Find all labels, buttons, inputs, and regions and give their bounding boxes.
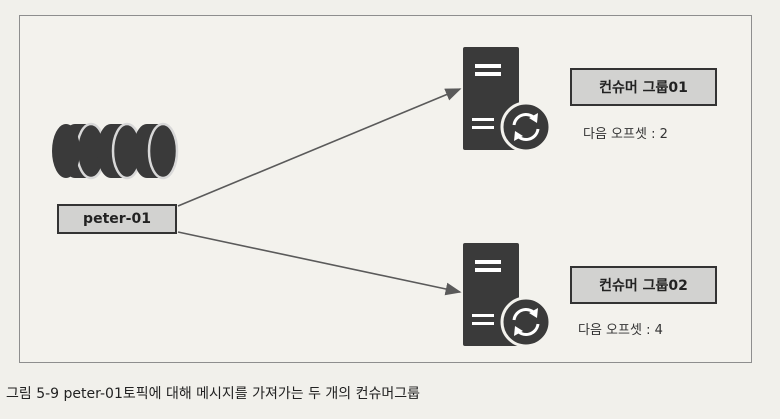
- partition-cylinders-icon: [52, 122, 179, 180]
- arrow-to-group2: [177, 231, 462, 296]
- consumer-group2-box: 컨슈머 그룹02: [570, 266, 717, 304]
- topic-label-box: peter-01: [57, 204, 177, 234]
- consumer-group1-offset: 다음 오프셋 : 2: [583, 127, 668, 142]
- sync-icon: [500, 296, 552, 348]
- figure-caption: 그림 5-9 peter-01토픽에 대해 메시지를 가져가는 두 개의 컨슈머…: [6, 386, 421, 402]
- consumer-group2-offset: 다음 오프셋 : 4: [578, 323, 663, 338]
- sync-icon: [500, 101, 552, 153]
- consumer-group1-box: 컨슈머 그룹01: [570, 68, 717, 106]
- arrow-to-group1: [177, 88, 462, 207]
